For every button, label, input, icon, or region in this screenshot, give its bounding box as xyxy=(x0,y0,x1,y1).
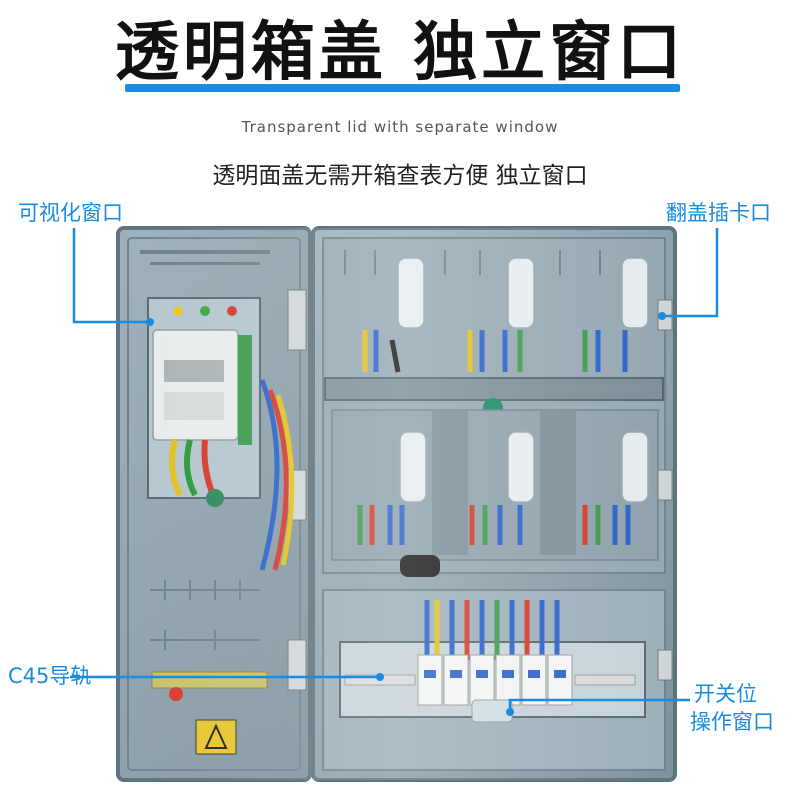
electric-meter xyxy=(152,329,239,441)
callout-c45-rail: C45导轨 xyxy=(8,664,92,688)
subtitle-chinese: 透明面盖无需开箱查表方便 独立窗口 xyxy=(212,163,588,189)
right-box xyxy=(311,226,677,782)
callout-switch-window-line2: 操作窗口 xyxy=(690,710,774,734)
page-title: 透明箱盖 独立窗口 xyxy=(114,16,686,90)
annotation-lines xyxy=(70,228,719,716)
title-underline xyxy=(125,84,680,92)
callout-switch-window-line1: 开关位 xyxy=(694,682,757,706)
callout-visual-window: 可视化窗口 xyxy=(18,201,123,225)
callout-flip-card-slot: 翻盖插卡口 xyxy=(666,201,771,225)
left-lid xyxy=(116,226,312,782)
subtitle-english: Transparent lid with separate window xyxy=(241,118,559,136)
title-block: 透明箱盖 独立窗口 xyxy=(0,14,800,92)
